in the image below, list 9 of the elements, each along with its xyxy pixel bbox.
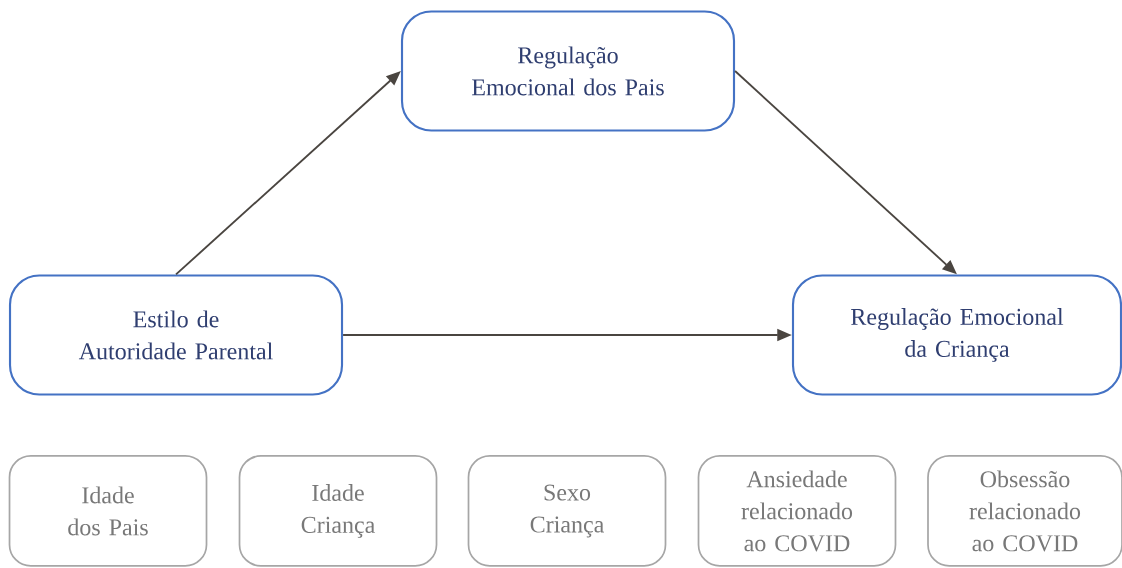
covariate-box: Idade dos Pais xyxy=(8,455,208,567)
covariate-box: Idade Criança xyxy=(238,455,438,567)
covariate-box: Ansiedade relacionado ao COVID xyxy=(697,455,897,567)
covariate-box: Sexo Criança xyxy=(467,455,667,567)
variable-box: Regulação Emocional da Criança xyxy=(791,274,1122,396)
arrow xyxy=(175,71,401,276)
variable-box: Estilo de Autoridade Parental xyxy=(8,274,344,396)
covariate-box: Obsessão relacionado ao COVID xyxy=(927,455,1122,567)
variable-box: Regulação Emocional dos Pais xyxy=(400,10,736,132)
